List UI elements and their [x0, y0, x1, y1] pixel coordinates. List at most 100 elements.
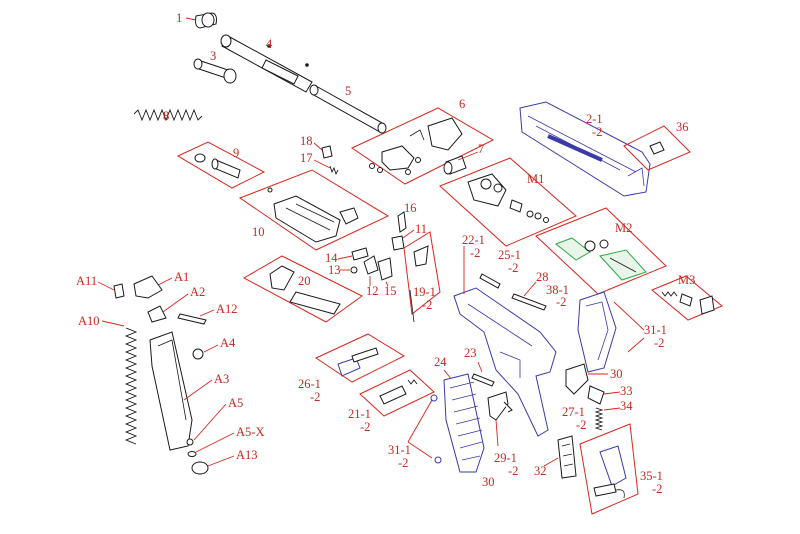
label-part-30-bottom: 30 [482, 475, 495, 489]
valve-module-M3 [661, 291, 715, 315]
label-part-12: 12 [366, 284, 379, 298]
label-part-19-1: 19-1 [413, 285, 436, 299]
group-box-6 [350, 107, 495, 185]
label-part-38-2: -2 [556, 295, 566, 309]
hopup-chamber-part-6 [369, 117, 463, 175]
label-part-27-1: 27-1 [562, 405, 585, 419]
label-part-31-2-left: -2 [398, 456, 408, 470]
cylinder-module-M1 [467, 173, 549, 223]
label-part-A11: A11 [76, 274, 97, 288]
sear-part-15 [377, 257, 393, 281]
label-part-26-1: 26-1 [298, 377, 321, 391]
hammer-strut-part-35 [593, 445, 627, 499]
label-part-21-1: 21-1 [348, 407, 371, 421]
small-part-18 [321, 145, 333, 159]
part-32 [557, 435, 577, 479]
label-part-20: 20 [298, 274, 311, 288]
trigger-part-29 [487, 391, 513, 421]
label-part-36: 36 [676, 120, 689, 134]
label-part-16: 16 [404, 201, 417, 215]
group-box-21 [359, 369, 435, 417]
label-part-35-1: 35-1 [640, 469, 663, 483]
group-box-36 [623, 125, 691, 171]
hammer-part-12 [363, 255, 379, 275]
label-part-A4: A4 [220, 336, 236, 350]
label-part-38-1: 38-1 [546, 283, 569, 297]
label-part-34: 34 [620, 399, 633, 413]
part-A11 [113, 283, 125, 299]
label-part-22-1: 22-1 [462, 233, 485, 247]
group-box-M1 [439, 157, 577, 247]
group-box-35 [579, 423, 639, 515]
pin-part-25 [479, 273, 501, 289]
group-box-19-1 [403, 231, 441, 315]
label-part-4: 4 [266, 37, 273, 51]
label-part-26-2: -2 [310, 390, 320, 404]
group-box-10 [238, 169, 390, 251]
label-part-14: 14 [325, 251, 338, 265]
spring-part-34 [594, 407, 604, 431]
lever-part-16 [397, 211, 407, 233]
label-part-15: 15 [384, 284, 397, 298]
nozzle-part-7 [443, 151, 479, 175]
label-module-M1: M1 [527, 172, 544, 186]
grip-safety-part-20 [269, 265, 341, 315]
label-part-31-1-right: 31-1 [644, 323, 667, 337]
label-part-30-right: 30 [610, 367, 623, 381]
pin-part-28 [511, 293, 547, 311]
label-part-27-2: -2 [576, 418, 586, 432]
grip-screws-part-31 [430, 394, 442, 464]
label-part-A13: A13 [236, 448, 258, 462]
spring-part-17 [329, 165, 339, 176]
mainspring-housing-part-30 [565, 363, 589, 395]
label-part-7: 7 [478, 142, 484, 156]
guide-rod-part-9 [194, 153, 241, 179]
label-part-23: 23 [464, 346, 477, 360]
label-part-29-2: -2 [508, 464, 518, 478]
rear-sight-part-36 [649, 141, 665, 155]
recoil-spring-part-8 [133, 108, 203, 122]
label-part-2-1: 2-1 [586, 112, 603, 126]
slide-part-2 [519, 101, 651, 197]
group-box-20 [242, 255, 363, 323]
label-part-6: 6 [459, 97, 465, 111]
label-part-5: 5 [345, 84, 351, 98]
label-part-32: 32 [534, 464, 547, 478]
label-part-A12: A12 [216, 302, 238, 316]
part-A4 [192, 348, 204, 360]
pin-part-23 [471, 373, 495, 387]
label-part-2-2: -2 [592, 125, 602, 139]
frame-part-22 [453, 287, 557, 437]
part-A5-X [187, 451, 197, 457]
label-part-35-2: -2 [652, 482, 662, 496]
disconnector-part-19 [409, 245, 429, 323]
spring-part-13 [350, 266, 358, 274]
label-part-24: 24 [434, 355, 447, 369]
label-part-A5: A5 [228, 396, 243, 410]
outer-barrel-part-4 [220, 34, 313, 93]
group-box-26 [314, 333, 406, 383]
blowback-module-M2 [555, 237, 647, 281]
label-part-10: 10 [252, 225, 265, 239]
grip-panel-part-31 [577, 291, 617, 373]
label-part-25-1: 25-1 [498, 248, 521, 262]
recoil-guide-part-3 [193, 58, 237, 84]
label-part-1: 1 [176, 11, 182, 25]
label-part-28: 28 [536, 270, 549, 284]
pin-part-14 [351, 247, 369, 261]
label-part-29-1: 29-1 [494, 451, 517, 465]
part-A13 [191, 461, 209, 475]
part-A1 [133, 275, 163, 299]
label-part-A10: A10 [78, 314, 100, 328]
safety-part-21 [379, 379, 418, 405]
label-part-13: 13 [328, 263, 341, 277]
group-box-9 [176, 141, 266, 189]
magazine-body-part-A3 [149, 331, 193, 451]
label-part-31-2-right: -2 [654, 336, 664, 350]
frame-insert-part-10 [267, 187, 359, 243]
inner-barrel-part-5 [309, 84, 387, 134]
label-part-19-2: -2 [422, 298, 432, 312]
part-33 [587, 385, 605, 405]
label-part-3: 3 [210, 49, 216, 63]
